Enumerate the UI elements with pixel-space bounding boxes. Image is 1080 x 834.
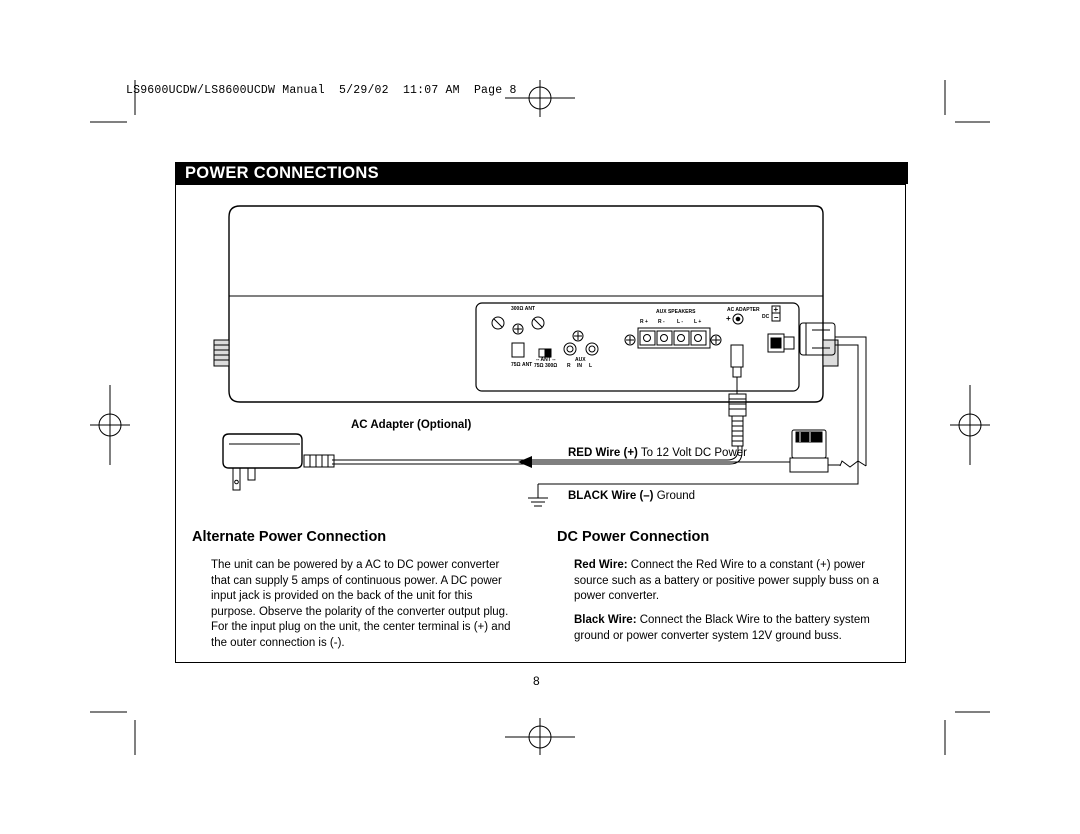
dc-red-wire-paragraph: Red Wire: Connect the Red Wire to a cons… [574, 559, 879, 602]
dc-wire-connector [799, 322, 836, 356]
antenna-75-jack [511, 342, 525, 358]
red-wire-label: RED Wire (+) To 12 Volt DC Power [568, 447, 747, 459]
dc-power-heading: DC Power Connection [557, 529, 710, 545]
aux-in-l-jack [585, 342, 599, 356]
section-header-bar [175, 162, 908, 184]
aux-in-r-jack [563, 342, 577, 356]
ac-adapter-jack [732, 313, 744, 325]
alternate-power-body: The unit can be powered by a AC to DC po… [211, 559, 511, 649]
panel-label-l-plus: L + [694, 319, 701, 325]
print-slug: LS9600UCDW/LS8600UCDW Manual 5/29/02 11:… [126, 84, 517, 97]
black-wire-label: BLACK Wire (–) Ground [568, 490, 696, 502]
mount-screw-icon [572, 330, 584, 342]
mount-screw-icon [512, 323, 524, 335]
antenna-screw-left-icon [491, 316, 505, 330]
rear-panel [475, 302, 800, 392]
panel-label-r-plus: R + [640, 319, 648, 325]
panel-label-aux-in: IN [577, 363, 582, 369]
adapter-jack-plus: + [726, 314, 731, 323]
unit-body-outline [228, 205, 824, 403]
panel-label-ant-switch: -- ANT -- [536, 357, 556, 363]
panel-label-r-minus: R - [658, 319, 665, 325]
ac-adapter-label: AC Adapter (Optional) [351, 419, 472, 431]
panel-label-ac-adapter: AC ADAPTER [727, 307, 760, 313]
panel-label-aux-l: L [589, 363, 592, 369]
alternate-power-heading: Alternate Power Connection [192, 529, 387, 545]
panel-label-dc: DC [762, 314, 770, 320]
panel-label-ant-switch-values: 75Ω 300Ω [534, 363, 557, 369]
page-number: 8 [533, 674, 540, 688]
dc-minus-sign: – [774, 313, 779, 322]
panel-label-aux-r: R [567, 363, 571, 369]
mount-screw-icon [710, 334, 722, 346]
antenna-screw-right-icon [531, 316, 545, 330]
panel-label-aux: AUX [575, 357, 586, 363]
panel-label-aux-speakers: AUX SPEAKERS [656, 309, 696, 315]
panel-label-75-ant: 75Ω ANT [511, 362, 532, 368]
content-frame [175, 184, 906, 663]
dc-plus-sign: + [774, 305, 779, 314]
panel-label-l-minus: L - [677, 319, 683, 325]
mount-screw-icon [624, 334, 636, 346]
ac-adapter-body [222, 433, 303, 469]
panel-label-300-ant: 300Ω ANT [511, 306, 535, 312]
aux-speaker-terminal-block [637, 327, 711, 349]
right-knob [822, 339, 839, 367]
left-knob [213, 339, 230, 367]
section-title: POWER CONNECTIONS [185, 164, 379, 182]
dc-black-wire-paragraph: Black Wire: Connect the Black Wire to th… [574, 614, 870, 642]
adapter-plug-head [730, 344, 744, 368]
red-wire-arrow-icon [518, 456, 532, 468]
